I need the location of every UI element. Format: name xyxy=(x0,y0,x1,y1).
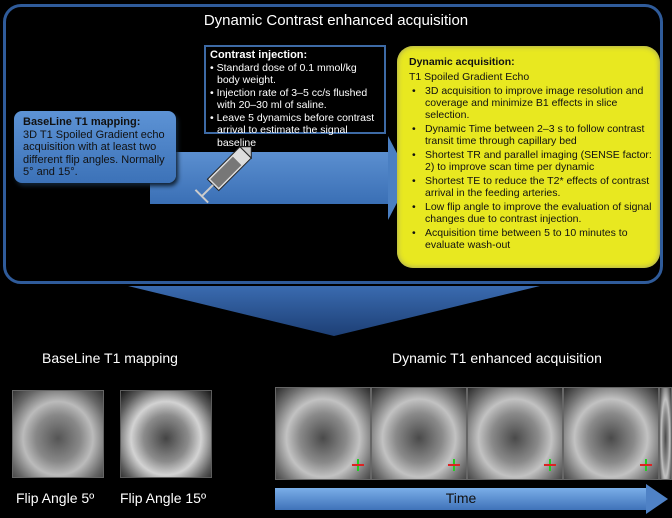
orientation-icon xyxy=(640,459,652,471)
list-item: •Shortest TE to reduce the T2* effects o… xyxy=(412,175,650,199)
workflow-arrow xyxy=(150,152,390,204)
time-label: Time xyxy=(445,490,477,506)
list-item: • Standard dose of 0.1 mmol/kg body weig… xyxy=(210,61,357,87)
list-item: •Dynamic Time between 2–3 s to follow co… xyxy=(412,123,645,147)
flip5-label: Flip Angle 5º xyxy=(16,490,95,506)
list-item: •3D acquisition to improve image resolut… xyxy=(412,85,644,121)
list-item: •Acquisition time between 5 to 10 minute… xyxy=(412,227,628,251)
baseline-heading: BaseLine T1 mapping: xyxy=(23,116,141,128)
down-chevron-arrow xyxy=(128,286,540,336)
mri-dynamic-image xyxy=(659,387,672,480)
orientation-icon xyxy=(448,459,460,471)
dynamic-acquisition-box: Dynamic acquisition: T1 Spoiled Gradient… xyxy=(397,46,660,268)
mri-flip15-image xyxy=(120,390,212,478)
diagram-title: Dynamic Contrast enhanced acquisition xyxy=(203,12,469,29)
injection-heading: Contrast injection: xyxy=(210,49,308,61)
mri-dynamic-image xyxy=(467,387,563,480)
mri-dynamic-image xyxy=(275,387,371,480)
orientation-icon xyxy=(352,459,364,471)
mri-dynamic-image xyxy=(563,387,659,480)
acquisition-frame xyxy=(3,4,663,284)
baseline-box: BaseLine T1 mapping: 3D T1 Spoiled Gradi… xyxy=(14,111,176,183)
time-arrow xyxy=(275,488,647,510)
orientation-icon xyxy=(544,459,556,471)
flip15-label: Flip Angle 15º xyxy=(120,490,207,506)
mri-dynamic-image xyxy=(371,387,467,480)
dynamic-heading: Dynamic acquisition: xyxy=(409,56,515,68)
list-item: •Low flip angle to improve the evaluatio… xyxy=(412,201,652,225)
baseline-section-title: BaseLine T1 mapping xyxy=(42,350,178,366)
list-item: • Leave 5 dynamics before contrast arriv… xyxy=(210,111,375,149)
dynamic-section-title: Dynamic T1 enhanced acquisition xyxy=(392,350,602,366)
injection-box: Contrast injection: • Standard dose of 0… xyxy=(204,45,386,149)
dynamic-subheading: T1 Spoiled Gradient Echo xyxy=(409,71,530,83)
syringe-icon xyxy=(194,146,252,204)
list-item: •Shortest TR and parallel imaging (SENSE… xyxy=(412,149,652,173)
mri-flip5-image xyxy=(12,390,104,478)
list-item: • Injection rate of 3–5 cc/s flushed wit… xyxy=(210,86,368,112)
baseline-text: 3D T1 Spoiled Gradient echo acquisition … xyxy=(23,128,165,179)
time-arrow-head xyxy=(646,484,668,514)
